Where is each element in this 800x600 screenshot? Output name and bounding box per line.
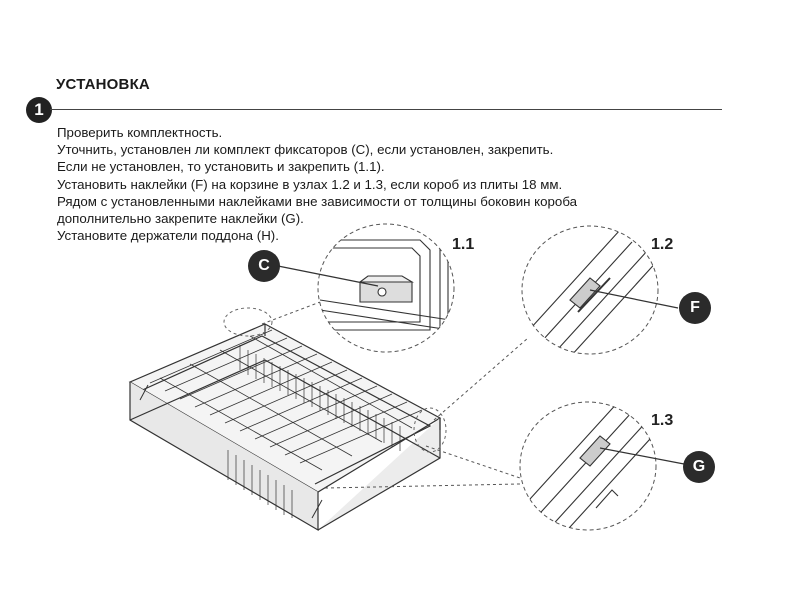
instruction-line: Рядом с установленными наклейками вне за…	[57, 193, 578, 209]
basket-drawing	[128, 323, 442, 532]
detail-1-2	[521, 225, 659, 355]
callout-c: C	[248, 250, 280, 282]
detail-label-1-3: 1.3	[651, 412, 674, 429]
detail-1-3	[519, 401, 657, 531]
instruction-line: Проверить комплектность.	[57, 125, 223, 140]
heading-divider	[50, 109, 722, 110]
callout-g: G	[683, 451, 715, 483]
instruction-line: Установите держатели поддона (H).	[57, 228, 279, 244]
detail-1-1	[317, 223, 455, 353]
instruction-line: Если не установлен, то установить и закр…	[57, 159, 385, 175]
callout-pointers	[277, 265, 685, 465]
detail-marker-1-1	[223, 307, 273, 337]
step-number-badge: 1	[26, 97, 52, 123]
callout-f: F	[679, 292, 711, 324]
basket-wire-grid	[149, 329, 423, 471]
detail-label-1-2: 1.2	[651, 236, 674, 253]
leader-lines	[261, 301, 529, 489]
instruction-line: Уточнить, установлен ли комплект фиксато…	[57, 142, 554, 158]
detail-marker-1-2	[413, 407, 447, 453]
section-heading: УСТАНОВКА	[56, 76, 150, 93]
instructions-text: Проверить комплектность. Уточнить, устан…	[57, 124, 577, 244]
detail-label-1-1: 1.1	[452, 236, 475, 253]
dish-rack-slots	[227, 345, 401, 518]
instruction-line: дополнительно закрепите наклейки (G).	[57, 211, 304, 227]
instruction-line: Установить наклейки (F) на корзине в узл…	[57, 176, 563, 192]
